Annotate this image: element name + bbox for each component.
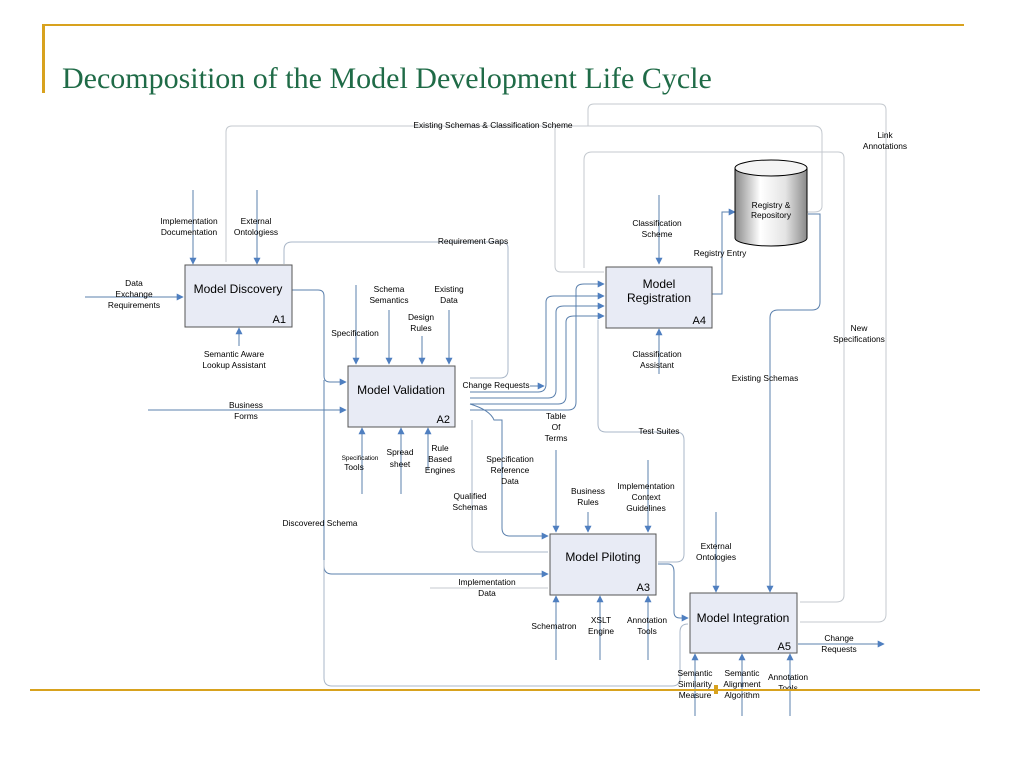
label-specification-tools-1: Specification [342,455,379,462]
label-existing-data-1: Existing [434,284,464,294]
label-link-annotations-2: Annotations [863,141,907,151]
label-table-of-terms-3: Terms [545,433,568,443]
label-specification-reference-data-3: Data [501,476,519,486]
label-classification-scheme-2: Scheme [642,229,673,239]
label-implementation-documentation-1: Implementation [160,216,218,226]
label-implementation-data-1: Implementation [458,577,516,587]
box-title: Model Discovery [194,282,283,296]
label-test-suites: Test Suites [639,426,680,436]
label-semantic-similarity-1: Semantic [678,668,713,678]
label-implementation-context-2: Context [632,492,662,502]
label-xslt-engine-2: Engine [588,626,614,636]
box-code: A2 [437,414,450,426]
label-existing-data-2: Data [440,295,458,305]
label-annotation-tools-a3-2: Tools [637,626,657,636]
frame-top-rule [42,24,964,26]
label-implementation-data-2: Data [478,588,496,598]
label-business-rules-1: Business [571,486,605,496]
label-change-requests-a5-2: Requests [821,644,856,654]
label-change-requests-a5-1: Change [824,633,854,643]
label-design-rules-2: Rules [410,323,431,333]
label-semantic-aware-lookup-1: Semantic Aware [204,349,265,359]
label-semantic-similarity-2: Similarity [678,679,713,689]
label-external-ontologies-1: External [701,541,732,551]
label-data-exchange-2: Exchange [115,289,153,299]
label-requirement-gaps: Requirement Gaps [438,236,508,246]
label-implementation-documentation-2: Documentation [161,227,218,237]
label-new-specifications-1: New [851,323,869,333]
label-specification: Specification [331,328,379,338]
repository-label-line1: Registry & [752,200,791,210]
label-data-exchange-1: Data [125,278,143,288]
label-semantic-aware-lookup-2: Lookup Assistant [202,360,266,370]
label-table-of-terms-1: Table [546,411,566,421]
label-xslt-engine-1: XSLT [591,615,611,625]
label-existing-schemas: Existing Schemas [732,373,799,383]
label-semantic-alignment-1: Semantic [725,668,760,678]
label-qualified-schemas-1: Qualified [453,491,486,501]
label-schematron: Schematron [531,621,576,631]
slide-title: Decomposition of the Model Development L… [62,62,712,95]
label-external-ontologies-2: Ontologies [696,552,736,562]
label-business-rules-2: Rules [577,497,598,507]
label-annotation-tools-a3-1: Annotation [627,615,667,625]
frame-bottom-rule [30,689,980,691]
label-specification-reference-data-1: Specification [486,454,534,464]
label-link-annotations-1: Link [877,130,893,140]
label-classification-scheme-1: Classification [632,218,682,228]
label-design-rules-1: Design [408,312,434,322]
box-title-line1: Model [643,277,676,291]
box-model-discovery: Model Discovery A1 [184,264,293,328]
label-business-forms-1: Business [229,400,263,410]
label-annotation-tools-a5-1: Annotation [768,672,808,682]
label-new-specifications-2: Specifications [833,334,885,344]
label-rule-based-engines-3: Engines [425,465,455,475]
box-title-line2: Registration [627,291,691,305]
box-model-validation: Model Validation A2 [347,365,456,428]
label-external-ontologiess-2: Ontologiess [234,227,278,237]
label-semantic-similarity-3: Measure [679,690,712,700]
frame-bottom-notch [714,685,718,694]
label-implementation-context-1: Implementation [617,481,675,491]
label-rule-based-engines-2: Based [428,454,452,464]
label-schema-semantics-2: Semantics [369,295,408,305]
box-code: A4 [693,315,706,327]
label-rule-based-engines-1: Rule [431,443,449,453]
label-business-forms-2: Forms [234,411,258,421]
label-spread-sheet-2: sheet [390,459,411,469]
label-implementation-context-3: Guidelines [626,503,666,513]
registry-repository: Registry & Repository [734,159,808,247]
box-model-integration: Model Integration A5 [689,592,798,654]
label-semantic-alignment-2: Alignment [723,679,761,689]
label-discovered-schema: Discovered Schema [283,518,358,528]
label-specification-reference-data-2: Reference [491,465,530,475]
label-existing-schemas-classification: Existing Schemas & Classification Scheme [413,120,573,130]
box-model-registration: Model Registration A4 [605,266,713,329]
label-change-requests-a2: Change Requests [462,380,529,390]
connector-lines [85,103,887,716]
label-table-of-terms-2: Of [552,422,562,432]
box-code: A5 [778,641,791,653]
label-spread-sheet-1: Spread [386,447,413,457]
box-title: Model Piloting [565,550,640,564]
label-specification-tools-2: Tools [344,462,364,472]
label-annotation-tools-a5-2: Tools [778,683,798,693]
label-classification-assistant-2: Assistant [640,360,675,370]
label-external-ontologiess-1: External [241,216,272,226]
box-title: Model Integration [697,611,790,625]
label-data-exchange-3: Requirements [108,300,160,310]
box-code: A3 [637,582,650,594]
label-schema-semantics-1: Schema [374,284,405,294]
flow-labels: Existing Schemas & Classification Scheme… [108,120,907,700]
label-qualified-schemas-2: Schemas [453,502,488,512]
box-title: Model Validation [357,383,445,397]
repository-label-line2: Repository [751,210,792,220]
label-semantic-alignment-3: Algorithm [724,690,759,700]
label-classification-assistant-1: Classification [632,349,682,359]
label-registry-entry: Registry Entry [694,248,747,258]
box-model-piloting: Model Piloting A3 [549,533,657,596]
frame-left-rule [42,24,45,93]
box-code: A1 [273,314,286,326]
